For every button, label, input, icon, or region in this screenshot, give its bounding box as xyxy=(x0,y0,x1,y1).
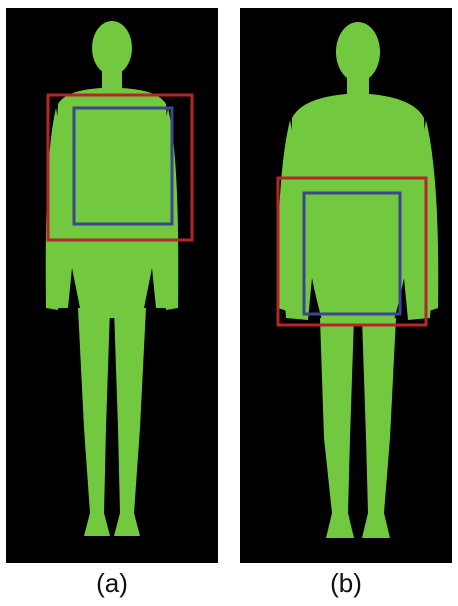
panel-b-image xyxy=(240,8,452,563)
panel-a xyxy=(6,8,218,563)
caption-a: (a) xyxy=(6,566,218,600)
panel-a-image xyxy=(6,8,218,563)
caption-b: (b) xyxy=(240,566,452,600)
panel-b xyxy=(240,8,452,563)
